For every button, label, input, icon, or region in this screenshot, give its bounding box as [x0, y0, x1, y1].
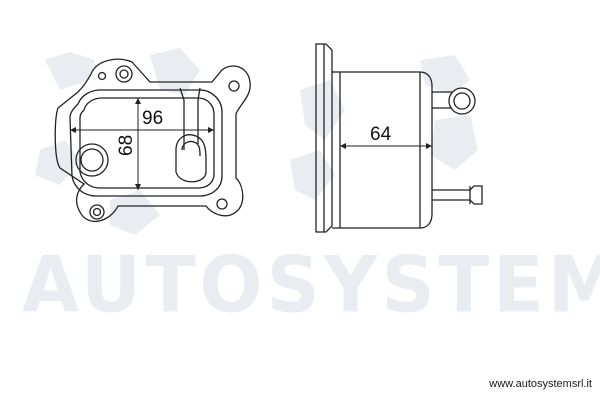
bolt-hole-bottom-left: [89, 204, 105, 220]
dimension-depth-label: 64: [370, 124, 392, 145]
front-flange-outline: [54, 58, 251, 223]
side-pipe-upper: [432, 91, 452, 109]
watermark-brand: AUTOSYSTEM: [22, 239, 600, 331]
bolt-hole-bottom-right: [216, 198, 228, 210]
side-pipe-lower: [432, 185, 483, 205]
front-inner-outline: [69, 89, 223, 197]
port-right: [175, 134, 207, 183]
side-body: [332, 71, 433, 229]
dimension-line-side: [340, 143, 432, 149]
dimension-height-label: 68: [116, 135, 137, 156]
bolt-hole-top-right: [228, 80, 240, 92]
dimension-lines-front: [70, 98, 214, 190]
website-url: www.autosystemsrl.it: [489, 378, 592, 390]
port-left: [75, 143, 109, 177]
dimension-width-label: 96: [142, 108, 163, 129]
side-flange-plate: [315, 43, 333, 233]
bolt-hole-top-left: [115, 65, 133, 83]
